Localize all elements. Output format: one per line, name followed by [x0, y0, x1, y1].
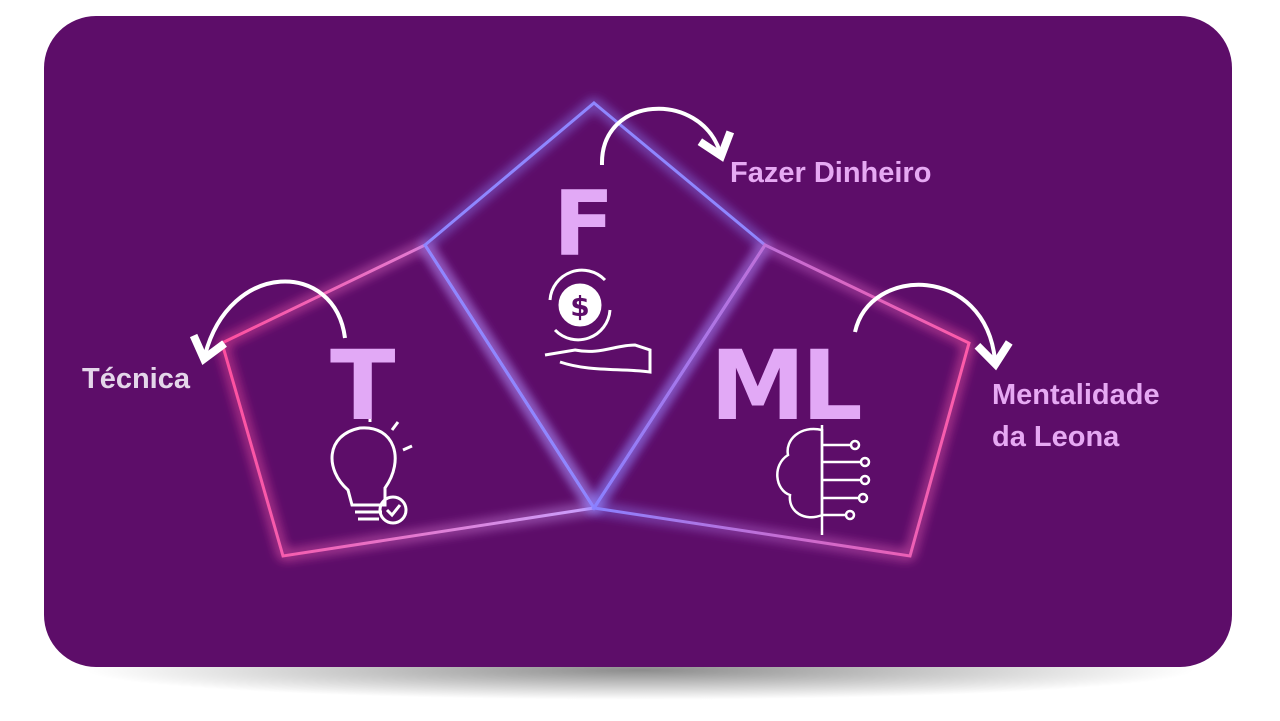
letter-ml: ML	[710, 330, 863, 442]
letter-t: T	[330, 330, 396, 442]
arrow-fazer-dinheiro	[599, 106, 735, 166]
arrow-mentalidade	[853, 282, 1013, 371]
money-hand-icon: $	[544, 268, 652, 374]
diagram-card	[44, 16, 1232, 667]
arrow-tecnica	[189, 279, 347, 366]
label-tecnica: Técnica	[82, 363, 190, 395]
svg-text:$: $	[570, 290, 589, 323]
brain-circuit-icon	[776, 425, 871, 535]
right-pentagon-ml	[591, 243, 971, 558]
left-pentagon-t	[220, 243, 597, 558]
letter-f: F	[553, 172, 615, 277]
label-mentalidade-line1: Mentalidade	[992, 379, 1160, 411]
label-mentalidade-line2: da Leona	[992, 421, 1120, 454]
label-fazer-dinheiro: Fazer Dinheiro	[730, 157, 932, 189]
puzzle-lightbulb-icon	[330, 412, 413, 525]
label-mentalidade: Mentalidade da Leona	[992, 374, 1160, 458]
